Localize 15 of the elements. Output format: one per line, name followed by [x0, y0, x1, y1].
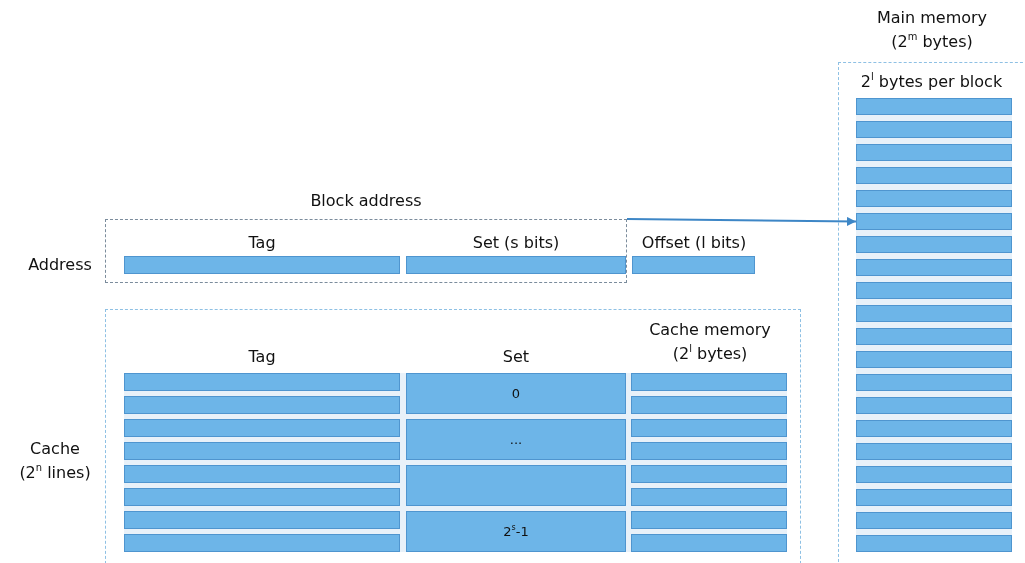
- heading-text: Set (s bits): [471, 232, 561, 254]
- column-label: Cache memory (2$^{l}$ bytes): [648, 319, 772, 365]
- heading-text: Block address: [309, 190, 423, 212]
- column-label: Set: [501, 346, 531, 368]
- column-label: Address: [27, 254, 93, 276]
- column-label: Tag: [247, 346, 277, 368]
- heading-text: Tag: [247, 232, 277, 254]
- heading-text: 2$^{l}$ bytes per block: [859, 70, 1004, 93]
- set-index: 0: [511, 385, 521, 402]
- heading-text: Main memory (2$^{m}$ bytes): [875, 7, 989, 53]
- set-index: 2$^{s}$-1: [503, 523, 529, 540]
- set-index: ...: [509, 431, 523, 448]
- heading-text: Offset (l bits): [640, 232, 748, 254]
- side-label: Cache (2$^{n}$ lines): [18, 438, 92, 484]
- arrow: [626, 216, 857, 226]
